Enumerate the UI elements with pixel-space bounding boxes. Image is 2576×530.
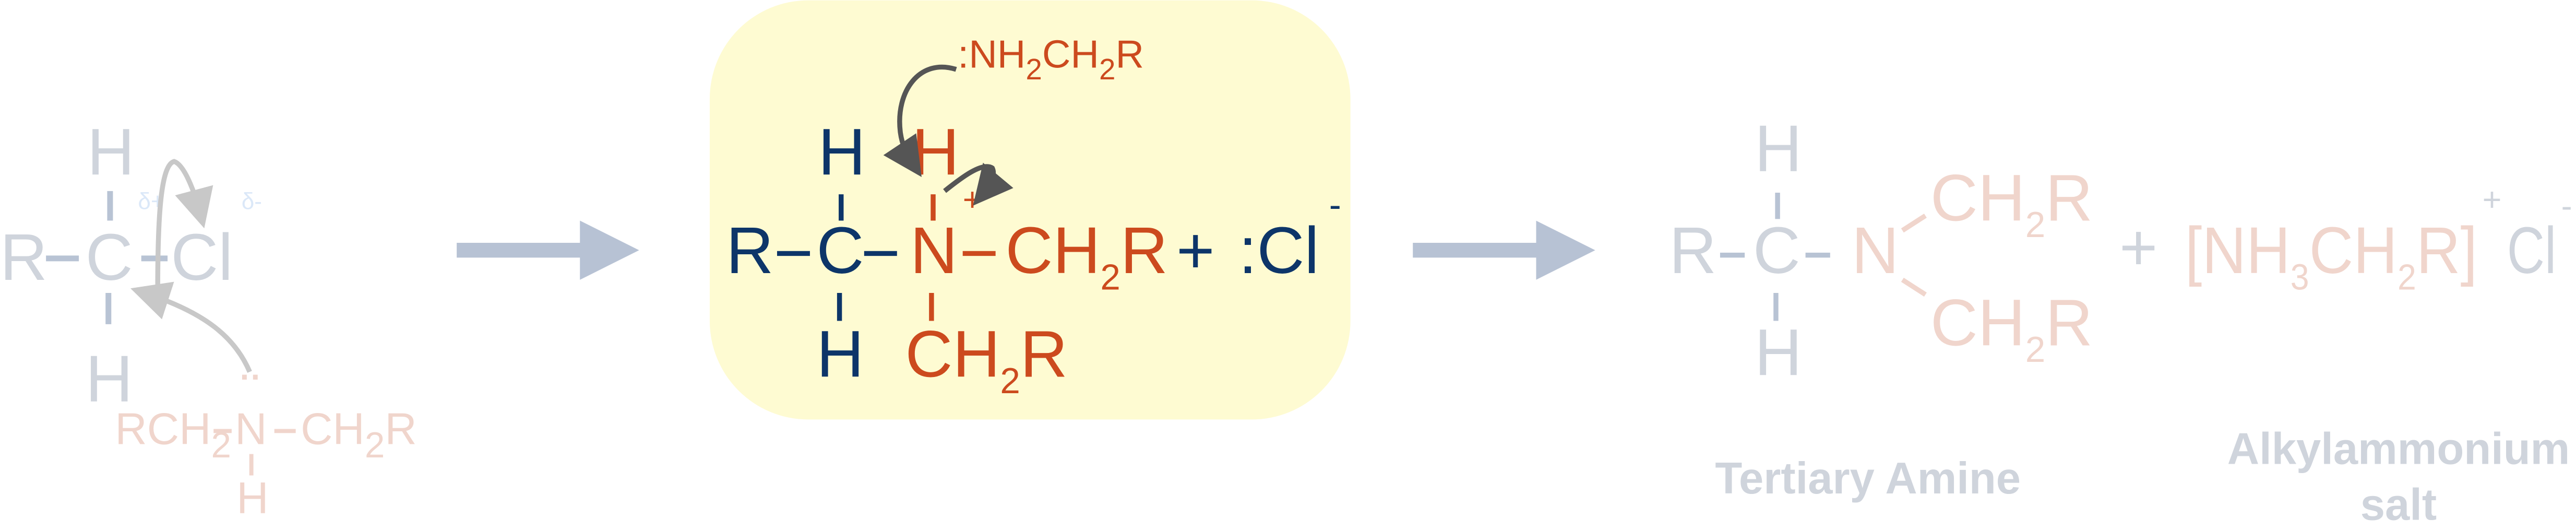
amine-hydrogen: H: [236, 474, 268, 523]
atom-cl: Cl: [171, 220, 233, 294]
lone-pair: ··: [240, 359, 262, 396]
atom-r: R: [726, 214, 773, 287]
lower-ch2r: CH2R: [1930, 286, 2093, 370]
upper-ch2r: CH2R: [1930, 161, 2093, 245]
amine-nitrogen: N: [235, 405, 267, 454]
chloride-charge: -: [2561, 188, 2572, 225]
plus-sign: +: [1176, 214, 1215, 287]
plus-sign: +: [2119, 210, 2158, 284]
atom-h-bottom-c: H: [817, 317, 864, 391]
n-positive-charge: +: [963, 182, 982, 218]
atom-h-top-n: H: [912, 115, 959, 189]
chloride-charge: -: [1329, 184, 1341, 225]
atom-n: N: [1852, 214, 1899, 287]
ammonium-cation: [NH3CH2R]: [2185, 214, 2477, 297]
atom-c: C: [86, 220, 133, 294]
atom-r: R: [1669, 214, 1716, 287]
atom-c: C: [1753, 214, 1800, 287]
label-tertiary-amine: Tertiary Amine: [1715, 454, 2021, 503]
label-salt: salt: [2360, 480, 2437, 529]
reactant-haloalkane: R C Cl H H δ+ δ-: [0, 115, 262, 415]
curly-arrow-n-to-c: [130, 281, 252, 373]
amine-left-group: RCH2: [115, 405, 231, 465]
chloride-ion: Cl: [2507, 214, 2556, 287]
delta-minus-label: δ-: [242, 189, 262, 214]
right-ch2r: CH2R: [1006, 214, 1168, 297]
reactant-amine: RCH2 N ·· CH2R H: [115, 359, 416, 523]
reactant-bonds: [46, 191, 168, 324]
atom-h-top: H: [1755, 112, 1802, 185]
intermediate-bonds: [777, 194, 996, 321]
product-tertiary-amine: R C H H N CH2R CH2R: [1669, 112, 2093, 389]
curly-arrow-bond-to-cl: [155, 159, 213, 290]
cation-charge: +: [2483, 182, 2502, 218]
label-alkylammonium: Alkylammonium: [2227, 424, 2570, 474]
attacking-amine: :NH2CH2R: [958, 33, 1144, 86]
highlight-box: [709, 0, 1351, 420]
atom-h-top-c: H: [818, 115, 866, 189]
atom-n: N: [910, 214, 958, 287]
atom-h-top: H: [87, 115, 135, 189]
amine-bonds: [213, 429, 296, 476]
atom-r: R: [0, 220, 47, 294]
chloride-ion: :Cl: [1239, 214, 1319, 287]
curly-arrow-bond-to-n: [943, 162, 1013, 206]
atom-h-bottom: H: [86, 342, 133, 416]
atom-c: C: [817, 214, 864, 287]
product-alkylammonium-salt: [NH3CH2R] + Cl -: [2185, 182, 2572, 298]
amine-right-group: CH2R: [301, 405, 417, 465]
atom-h-bottom: H: [1755, 315, 1802, 389]
bottom-ch2r: CH2R: [905, 317, 1068, 401]
curly-arrow-amine-to-h: [883, 64, 957, 178]
product-bonds: [1720, 192, 1927, 321]
